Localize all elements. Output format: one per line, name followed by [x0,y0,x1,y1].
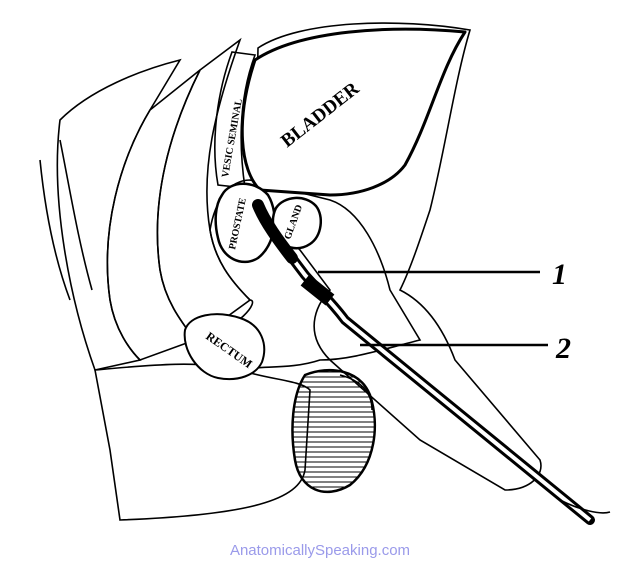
bladder [240,27,467,197]
catheter [252,199,611,525]
perineum-region [94,363,311,521]
watermark: AnatomicallySpeaking.com [229,542,411,559]
sacral-region [39,37,252,371]
rectum [183,313,266,381]
scrotum [291,368,376,494]
callout-1-label: 1 [552,258,567,291]
callout-2-label: 2 [555,332,571,365]
pelvic-tissue [192,179,422,371]
